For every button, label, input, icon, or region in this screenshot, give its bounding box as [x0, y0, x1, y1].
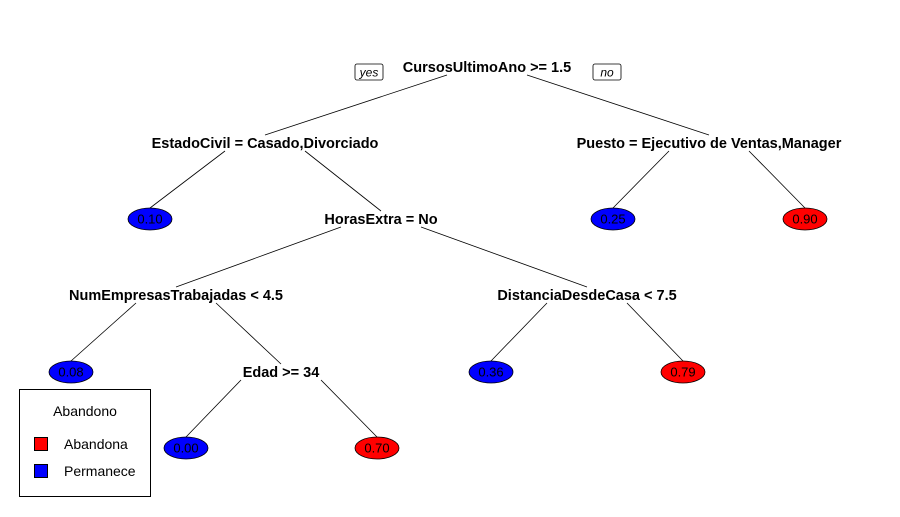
leaf-value: 0.10 [137, 212, 162, 227]
edge-n-horas-n-dist [420, 226, 588, 288]
split-node: Puesto = Ejecutivo de Ventas,Manager [577, 136, 842, 152]
leaf-node: 0.70 [354, 436, 400, 460]
edge-n-estado-leaf-010 [149, 150, 226, 209]
leaf-value: 0.79 [670, 365, 695, 380]
split-condition: NumEmpresasTrabajadas < 4.5 [69, 288, 283, 304]
split-node: DistanciaDesdeCasa < 7.5 [497, 288, 676, 304]
leaf-node: 0.79 [660, 360, 706, 384]
leaf-value: 0.90 [792, 212, 817, 227]
leaf-value: 0.00 [173, 441, 198, 456]
split-condition: HorasExtra = No [324, 212, 437, 228]
yes-label: yes [359, 66, 379, 80]
leaf-node: 0.25 [590, 207, 636, 231]
leaf-node: 0.10 [127, 207, 173, 231]
leaf-ellipse [48, 360, 94, 384]
leaf-ellipse [127, 207, 173, 231]
legend-item-permanece: Permanece [34, 463, 136, 479]
split-node: EstadoCivil = Casado,Divorciado [152, 136, 379, 152]
edge-n-numemp-n-edad [215, 302, 282, 365]
leaf-value: 0.25 [600, 212, 625, 227]
split-condition: DistanciaDesdeCasa < 7.5 [497, 288, 676, 304]
no-box [592, 63, 622, 81]
leaf-ellipse [354, 436, 400, 460]
legend: Abandono Abandona Permanece [19, 389, 151, 497]
split-node: HorasExtra = No [324, 212, 437, 228]
edge-n-numemp-leaf-008 [70, 302, 137, 362]
leaf-value: 0.08 [58, 365, 83, 380]
edge-n-horas-n-numemp [175, 226, 342, 288]
split-node: Edad >= 34 [243, 365, 320, 381]
leaf-ellipse [163, 436, 209, 460]
split-node: NumEmpresasTrabajadas < 4.5 [69, 288, 283, 304]
split-condition: CursosUltimoAno >= 1.5 [403, 60, 571, 76]
leaf-node: 0.08 [48, 360, 94, 384]
legend-swatch-permanece [34, 464, 48, 478]
edge-n-puesto-leaf-090 [748, 150, 806, 209]
leaf-node: 0.36 [468, 360, 514, 384]
leaf-ellipse [660, 360, 706, 384]
edge-n-puesto-leaf-025 [612, 150, 670, 209]
split-condition: Edad >= 34 [243, 365, 320, 381]
yes-no-markers: yes no [354, 63, 622, 81]
edge-n-edad-leaf-070 [320, 379, 378, 438]
leaf-ellipse [468, 360, 514, 384]
leaf-ellipse [590, 207, 636, 231]
edge-n-root-n-estado [264, 74, 448, 136]
yes-box [354, 63, 384, 81]
split-node: CursosUltimoAno >= 1.5 [403, 60, 571, 76]
leaf-node: 0.00 [163, 436, 209, 460]
edge-n-root-n-puesto [526, 74, 710, 136]
split-condition: EstadoCivil = Casado,Divorciado [152, 136, 379, 152]
legend-label-permanece: Permanece [64, 463, 136, 479]
tree-edges [70, 74, 806, 438]
legend-item-abandona: Abandona [34, 436, 128, 452]
edge-n-estado-n-horas [304, 150, 382, 212]
edge-n-dist-leaf-079 [626, 302, 684, 362]
legend-title: Abandono [53, 403, 117, 419]
no-label: no [600, 66, 614, 80]
split-condition: Puesto = Ejecutivo de Ventas,Manager [577, 136, 842, 152]
leaf-value: 0.36 [478, 365, 503, 380]
edge-n-dist-leaf-036 [490, 302, 548, 362]
leaf-value: 0.70 [364, 441, 389, 456]
edge-n-edad-leaf-000 [185, 379, 242, 438]
leaf-node: 0.90 [782, 207, 828, 231]
legend-label-abandona: Abandona [64, 436, 128, 452]
legend-swatch-abandona [34, 437, 48, 451]
leaf-ellipse [782, 207, 828, 231]
